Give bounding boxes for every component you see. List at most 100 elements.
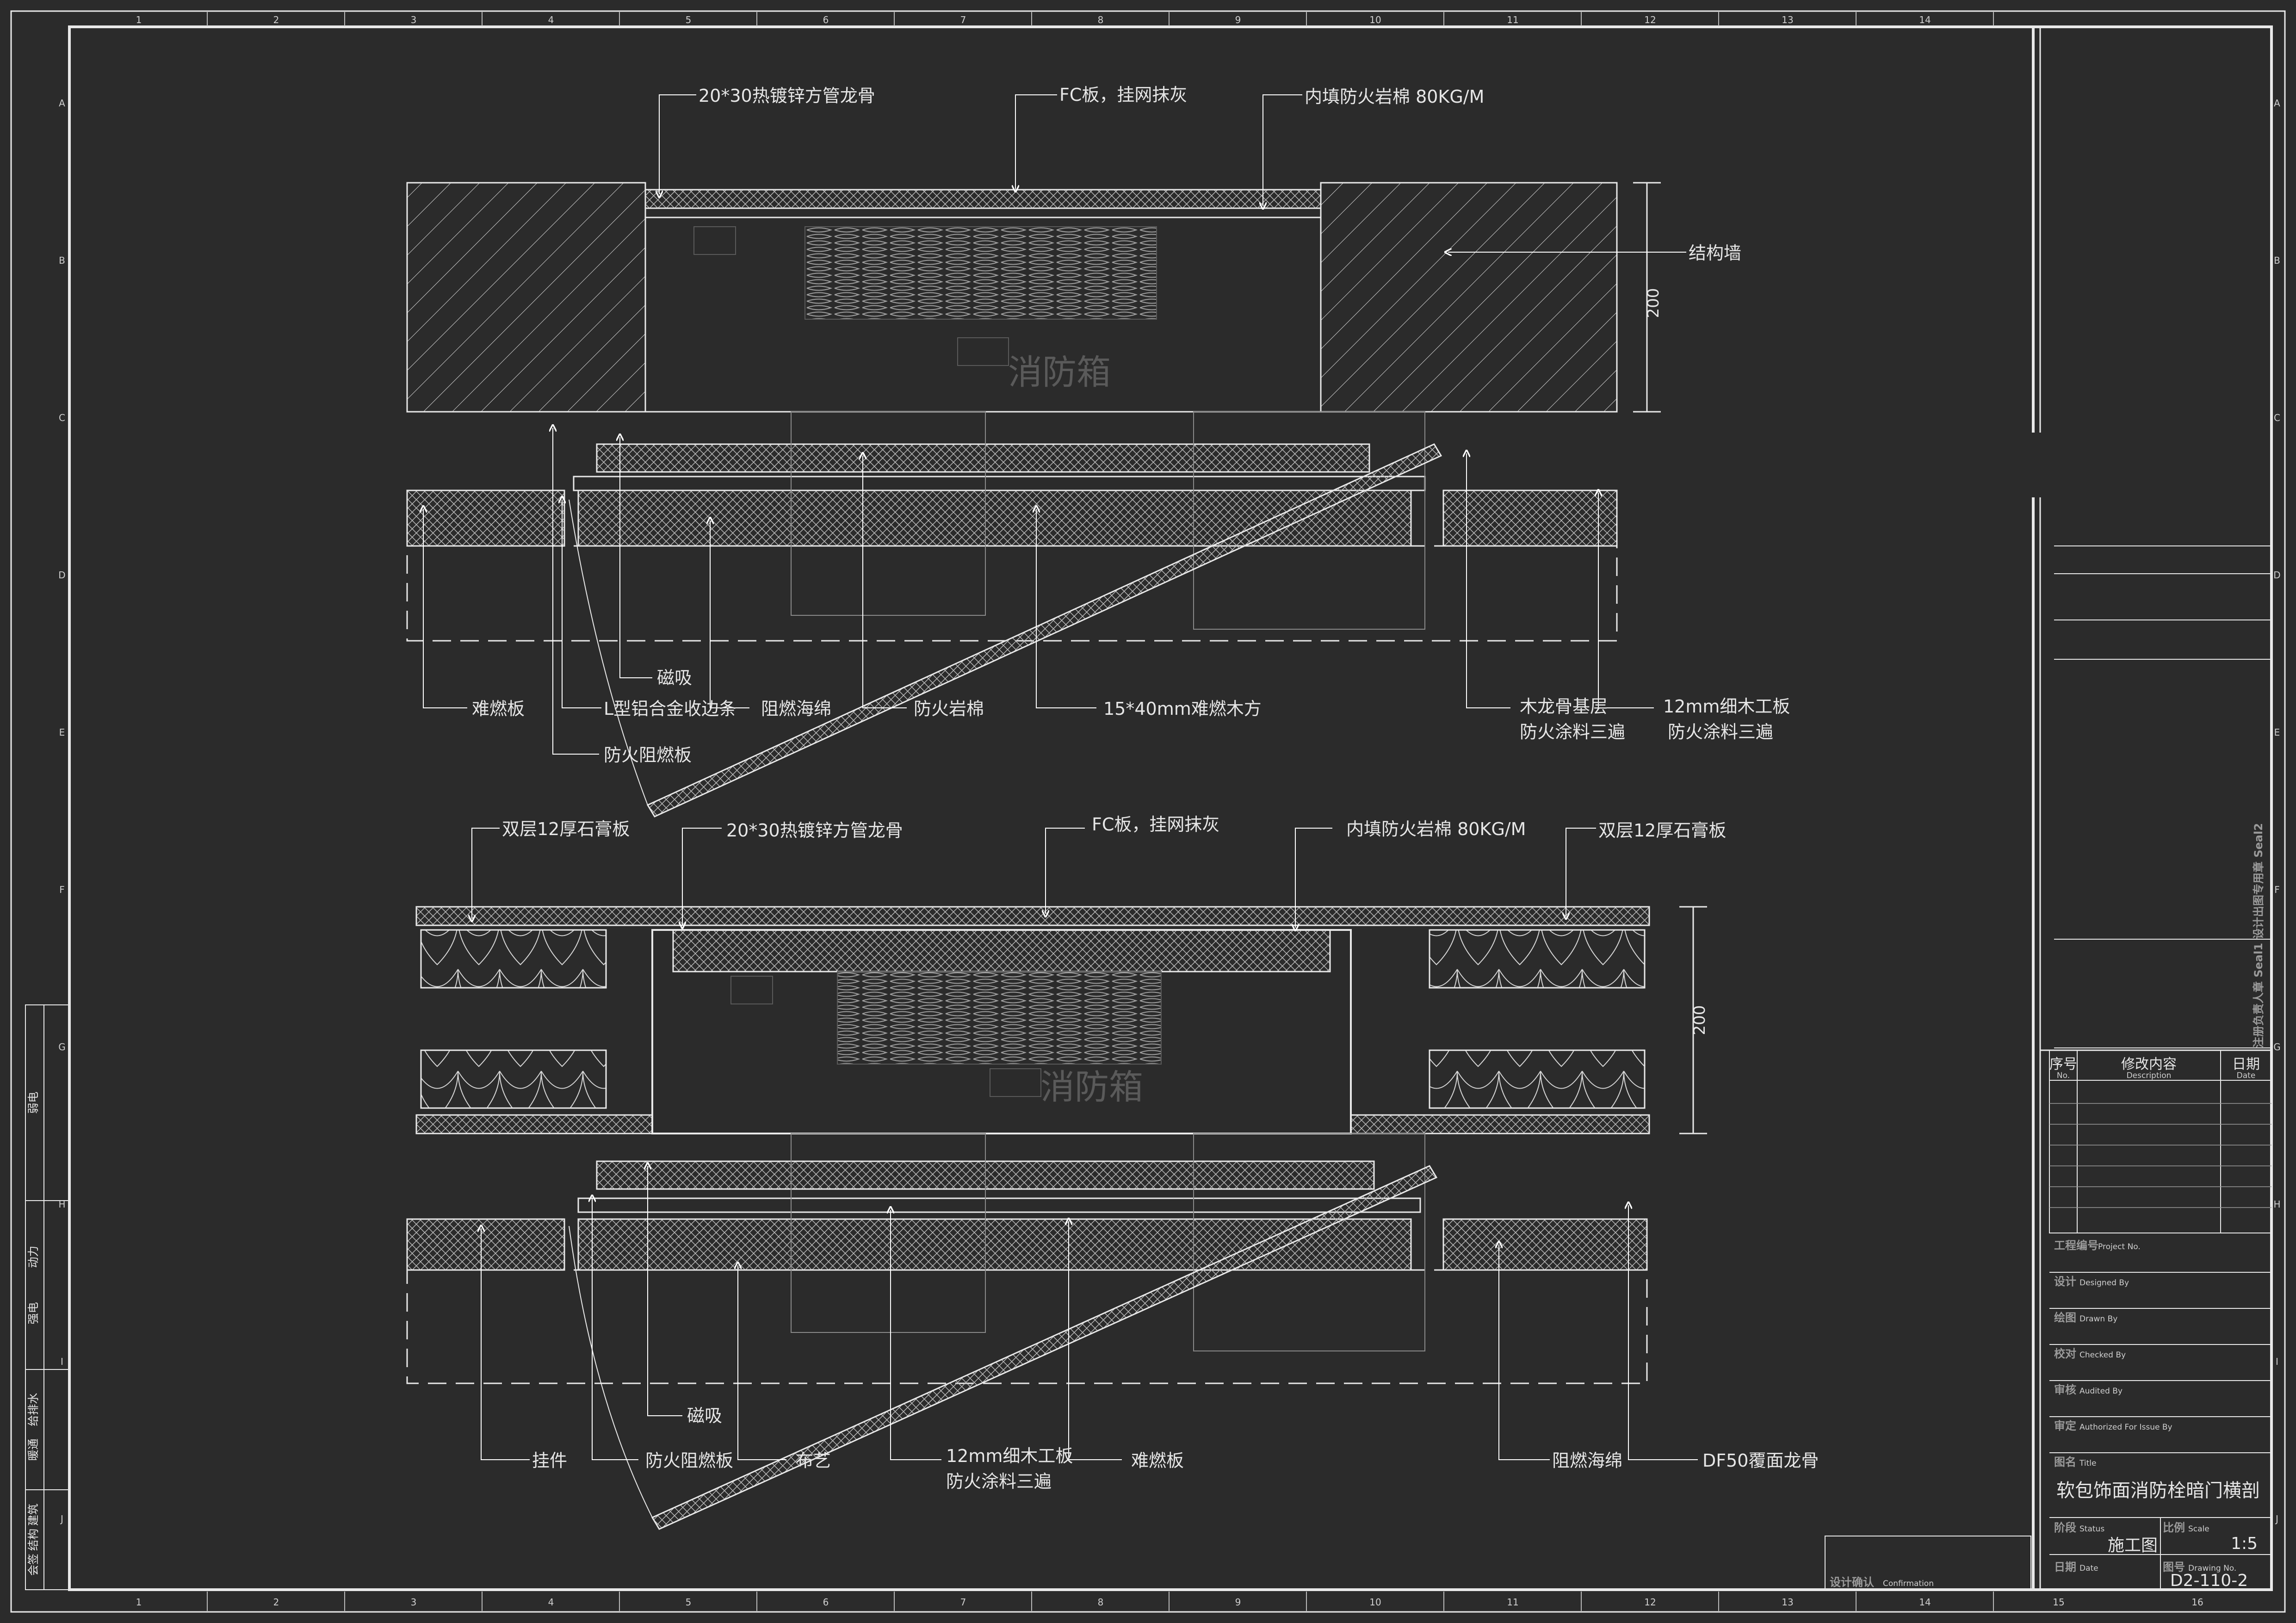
grid-col-label: 14 (1919, 1597, 1931, 1608)
scale-en: Scale (2188, 1524, 2209, 1534)
audited-cn: 审核 (2054, 1383, 2076, 1396)
label-rockwool-infill-lower: 内填防火岩棉 80KG/M (1346, 819, 1526, 839)
title-en: Title (2079, 1459, 2096, 1468)
label-timber-keel-1: 木龙骨基层 (1520, 696, 1608, 717)
door-swing-arc-lower (569, 1226, 653, 1518)
grid-col-label: 2 (273, 14, 279, 25)
label-magnet-lower: 磁吸 (687, 1406, 722, 1426)
rev-desc-cn: 修改内容 (2121, 1056, 2177, 1072)
grid-col-label: 5 (686, 14, 692, 25)
designed-cn: 设计 (2054, 1275, 2076, 1288)
gypsum-board-top (415, 906, 1650, 926)
grid-row-label: H (58, 1199, 65, 1210)
label-fire-retardant-board-upper: 难燃板 (472, 699, 525, 719)
grid-row-label: J (60, 1513, 63, 1524)
label-plywood-2-upper: 防火涂料三遍 (1668, 722, 1773, 742)
authorized-en: Authorized For Issue By (2079, 1423, 2172, 1432)
grid-col-label: 1 (136, 14, 142, 25)
seal1-label: 注册负责人章 Seal1 (2252, 943, 2265, 1048)
grid-row-label: F (59, 884, 65, 895)
grid-row-label: D (58, 570, 65, 581)
status-en: Status (2079, 1524, 2104, 1534)
countersign-label: 弱电 (27, 1092, 40, 1114)
scale-cn: 比例 (2163, 1521, 2185, 1534)
label-galvanized-frame-upper: 20*30热镀锌方管龙骨 (699, 86, 875, 106)
label-structural-wall: 结构墙 (1689, 243, 1741, 263)
grid-col-label: 5 (686, 1597, 692, 1608)
label-galvanized-frame-lower: 20*30热镀锌方管龙骨 (726, 820, 903, 841)
drawing-title: 软包饰面消防栓暗门横剖 (2056, 1480, 2260, 1501)
countersign-label: 暖通 (27, 1438, 40, 1461)
project-no-cn: 工程编号 (2054, 1239, 2098, 1252)
grid-col-label: 16 (2191, 1597, 2203, 1608)
label-plywood-1-lower: 12mm细木工板 (946, 1446, 1073, 1466)
grid-row-label: I (61, 1356, 63, 1367)
grid-col-label: 10 (1369, 1597, 1381, 1608)
sheet-border (10, 10, 2286, 1613)
label-sponge-upper: 阻燃海绵 (761, 699, 831, 719)
grid-row-label: H (2273, 1199, 2280, 1210)
cabinet-ghost-label: 消防箱 (1008, 353, 1111, 392)
grid-col-label: 6 (823, 14, 829, 25)
grid-col-label: 11 (1507, 1597, 1518, 1608)
structural-wall-left (406, 182, 646, 413)
grid-col-label: 7 (960, 14, 966, 25)
label-fc-board-upper: FC板，挂网抹灰 (1059, 85, 1187, 105)
grid-col-label: 11 (1507, 14, 1518, 25)
label-gypsum-right: 双层12厚石膏板 (1598, 820, 1726, 841)
countersign-strip (25, 1004, 70, 1590)
grid-row-label: E (2274, 727, 2280, 738)
rev-no-en: No. (2057, 1071, 2070, 1080)
leaders-upper (423, 94, 1686, 755)
grid-col-label: 2 (273, 1597, 279, 1608)
grid-col-label: 15 (2053, 1597, 2064, 1608)
grid-col-label: 13 (1782, 1597, 1793, 1608)
grid-row-label: G (58, 1041, 66, 1053)
status-cn: 阶段 (2054, 1521, 2076, 1534)
dimension-200-lower: 200 (1690, 1005, 1709, 1035)
date-cn: 日期 (2054, 1561, 2076, 1573)
seal2-label: 设计出图专用章 Seal2 (2252, 823, 2265, 939)
door-leaf (596, 443, 1370, 473)
grid-row-labels-left: A B C D E F G H I J (58, 98, 66, 1524)
label-sponge-lower: 阻燃海绵 (1552, 1450, 1622, 1471)
confirmation-en: Confirmation (1883, 1579, 1934, 1588)
grid-row-label: C (59, 412, 65, 423)
grid-col-label: 6 (823, 1597, 829, 1608)
door-swing-arc (569, 499, 648, 805)
grid-col-label: 4 (548, 14, 554, 25)
designed-en: Designed By (2079, 1278, 2129, 1288)
grid-col-label: 4 (548, 1597, 554, 1608)
label-timber-batten: 15*40mm难燃木方 (1103, 699, 1262, 719)
grid-row-label: A (2274, 98, 2280, 109)
label-fireproof-board-lower: 防火阻燃板 (645, 1450, 733, 1471)
grid-col-label: 8 (1098, 1597, 1104, 1608)
label-aluminium-trim: L型铝合金收边条 (604, 699, 736, 719)
insulation-left-2 (420, 1049, 607, 1109)
label-plywood-2-lower: 防火涂料三遍 (946, 1471, 1052, 1492)
grid-row-label: B (59, 255, 65, 266)
grid-row-label: F (2274, 884, 2280, 895)
project-no-en: Project No. (2098, 1242, 2141, 1251)
grid-col-label: 7 (960, 1597, 966, 1608)
grid-row-label: B (2274, 255, 2280, 266)
grid-col-label: 8 (1098, 14, 1104, 25)
grid-row-label: A (59, 98, 65, 109)
rev-date-cn: 日期 (2232, 1056, 2260, 1072)
grid-row-label: I (2276, 1356, 2278, 1367)
fire-hose-reel-ghost-lower (730, 971, 1162, 1097)
drawing-no-en: Drawing No. (2188, 1564, 2236, 1573)
dimension-200-upper: 200 (1644, 288, 1663, 318)
grid-row-label: E (59, 727, 65, 738)
grid-col-label: 9 (1235, 14, 1241, 25)
softpack-panel-left (406, 489, 565, 547)
drawn-en: Drawn By (2079, 1314, 2117, 1324)
label-fireproof-board-upper: 防火阻燃板 (604, 745, 692, 765)
insulation-right-2 (1429, 1049, 1646, 1109)
countersign-label: 会签 (27, 1554, 40, 1576)
grid-col-label: 12 (1644, 1597, 1656, 1608)
structural-wall-right (1320, 182, 1618, 413)
label-gypsum-left: 双层12厚石膏板 (502, 819, 630, 839)
